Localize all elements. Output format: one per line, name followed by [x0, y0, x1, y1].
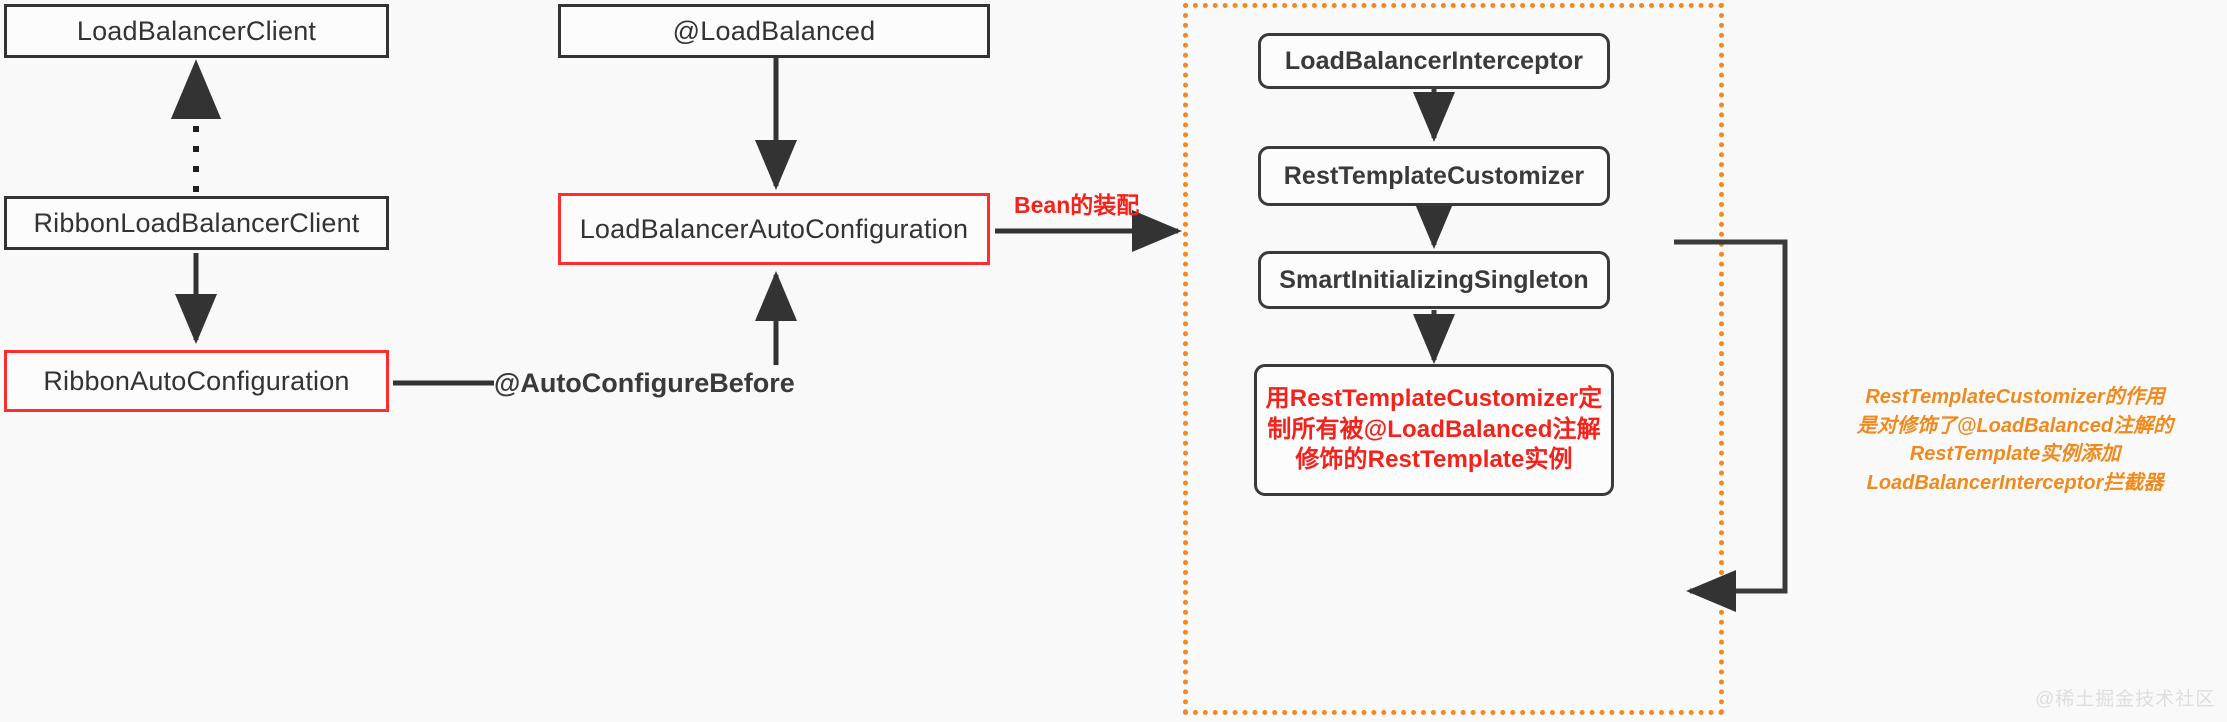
node-rest-template-customize-result[interactable]: 用RestTemplateCustomizer定 制所有被@LoadBalanc… [1254, 364, 1614, 496]
side-note-text: RestTemplateCustomizer的作用 是对修饰了@LoadBala… [1856, 386, 2174, 494]
node-label: SmartInitializingSingleton [1279, 265, 1589, 294]
watermark: @稀土掘金技术社区 [2035, 684, 2215, 711]
label-bean-assembly: Bean的装配 [1014, 186, 1139, 220]
node-label: LoadBalancerInterceptor [1284, 46, 1584, 75]
label-text: Bean的装配 [1014, 192, 1140, 218]
node-label: RestTemplateCustomizer [1283, 161, 1585, 190]
node-label: @LoadBalanced [672, 15, 876, 46]
node-smart-initializing-singleton[interactable]: SmartInitializingSingleton [1258, 251, 1610, 309]
node-rest-template-customizer[interactable]: RestTemplateCustomizer [1258, 146, 1610, 206]
node-label: RibbonLoadBalancerClient [33, 207, 360, 238]
node-label: LoadBalancerClient [76, 15, 317, 46]
result-line-3: 修饰的RestTemplate实例 [1295, 446, 1573, 474]
node-load-balancer-auto-configuration[interactable]: LoadBalancerAutoConfiguration [558, 193, 990, 265]
node-ribbon-auto-configuration[interactable]: RibbonAutoConfiguration [4, 350, 389, 412]
result-line-2: 制所有被@LoadBalanced注解 [1267, 415, 1601, 443]
node-load-balanced-annotation[interactable]: @LoadBalanced [558, 4, 990, 58]
label-autoconfigure-before: @AutoConfigureBefore [494, 368, 795, 399]
node-ribbon-load-balancer-client[interactable]: RibbonLoadBalancerClient [4, 196, 389, 250]
node-load-balancer-client[interactable]: LoadBalancerClient [4, 4, 389, 58]
right-panel-group-border [1183, 3, 1724, 715]
node-load-balancer-interceptor[interactable]: LoadBalancerInterceptor [1258, 33, 1610, 89]
node-label: LoadBalancerAutoConfiguration [579, 213, 969, 244]
result-line-1: 用RestTemplateCustomizer定 [1265, 384, 1603, 412]
node-label: RibbonAutoConfiguration [43, 365, 350, 396]
side-note-rest-template-customizer: RestTemplateCustomizer的作用 是对修饰了@LoadBala… [1820, 355, 2210, 497]
label-text: @AutoConfigureBefore [494, 368, 795, 398]
watermark-text: @稀土掘金技术社区 [2035, 689, 2216, 710]
